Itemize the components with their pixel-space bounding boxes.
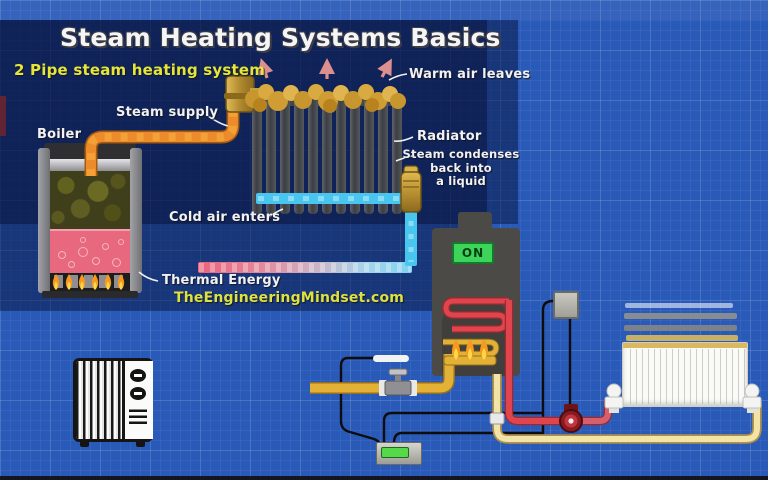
radiator-tube: [266, 98, 276, 214]
boiler-base: [42, 291, 138, 298]
heater-vents: [129, 408, 147, 424]
gas-meter: [376, 442, 422, 465]
label-warm-air: Warm air leaves: [409, 67, 531, 82]
boiler-status-display: ON: [452, 242, 494, 264]
gas-meter-display: [381, 447, 409, 458]
panel-radiator: [622, 342, 748, 407]
radiator-heat-stripe: [624, 325, 737, 331]
gas-label-bar: [373, 355, 409, 362]
page-subtitle: 2 Pipe steam heating system: [14, 61, 266, 79]
burner-slot: [99, 275, 108, 288]
top-edge-strip: [0, 0, 768, 20]
bubble: [68, 261, 75, 268]
radiator-tube: [294, 98, 304, 214]
heater-control-panel: [122, 361, 153, 439]
burner-slot: [84, 275, 93, 288]
radiator-tube: [280, 98, 290, 214]
bubble: [78, 247, 88, 257]
heater-fins: [76, 361, 122, 439]
pump-icon: [559, 404, 583, 433]
boiler-burner-tray: [50, 273, 130, 291]
bottom-edge-strip: [0, 476, 768, 480]
boiler-status-text: ON: [461, 246, 485, 260]
radiator-valve: [604, 383, 624, 413]
gas-boiler: ON: [432, 212, 520, 376]
gas-valve: [379, 368, 417, 396]
gas-pipe: [310, 354, 455, 394]
radiator-tube: [336, 98, 346, 214]
bubble: [92, 257, 100, 265]
bubble: [112, 258, 121, 267]
bubble: [58, 251, 66, 259]
radiator-tube: [392, 98, 402, 214]
radiator-tube: [322, 98, 332, 214]
return-pipe-fitting: [489, 412, 505, 425]
page-title: Steam Heating Systems Basics: [60, 23, 501, 52]
watermark: TheEngineeringMindset.com: [174, 290, 405, 306]
radiator-heat-stripe: [625, 303, 733, 308]
boiler-right-column: [130, 148, 142, 293]
bubble: [102, 243, 109, 250]
label-thermal-energy: Thermal Energy: [162, 273, 281, 288]
boiler-left-column: [38, 148, 50, 293]
gas-boiler-flue: [458, 212, 492, 230]
radiator-tube: [378, 98, 388, 214]
boiler-top-cap: [44, 143, 136, 159]
label-steam-supply: Steam supply: [116, 105, 219, 120]
burner-slot: [54, 275, 63, 288]
burner-slot: [114, 275, 123, 288]
electric-oil-heater: [73, 358, 153, 442]
radiator-tube: [308, 98, 318, 214]
label-cold-air: Cold air enters: [169, 210, 281, 225]
heater-knob-icon: [130, 369, 146, 382]
burner-slot: [69, 275, 78, 288]
radiator-tube: [252, 98, 262, 214]
heater-knob-icon: [130, 387, 146, 400]
radiator-tube: [350, 98, 360, 214]
bubble: [80, 237, 86, 243]
label-boiler: Boiler: [37, 127, 82, 142]
radiator-heat-stripe: [624, 313, 737, 319]
steam-radiator: [252, 94, 404, 214]
radiator-tube: [364, 98, 374, 214]
bubble: [118, 239, 124, 245]
boiler-water: [50, 229, 130, 275]
left-edge-artifact: [0, 96, 6, 136]
label-radiator: Radiator: [417, 129, 482, 144]
gas-sensor-wire: [339, 356, 381, 444]
boiler-steam-chamber: [50, 171, 130, 229]
condensate-return-pipe: [198, 262, 412, 273]
thermostat: [553, 291, 579, 319]
heater-foot: [80, 440, 89, 447]
gas-boiler-combustion-chamber: [442, 298, 510, 376]
heater-foot: [136, 440, 145, 447]
label-steam-condenses: Steam condenses back into a liquid: [402, 147, 520, 189]
steam-boiler: [38, 143, 142, 298]
radiator-heat-stripe: [626, 335, 738, 341]
